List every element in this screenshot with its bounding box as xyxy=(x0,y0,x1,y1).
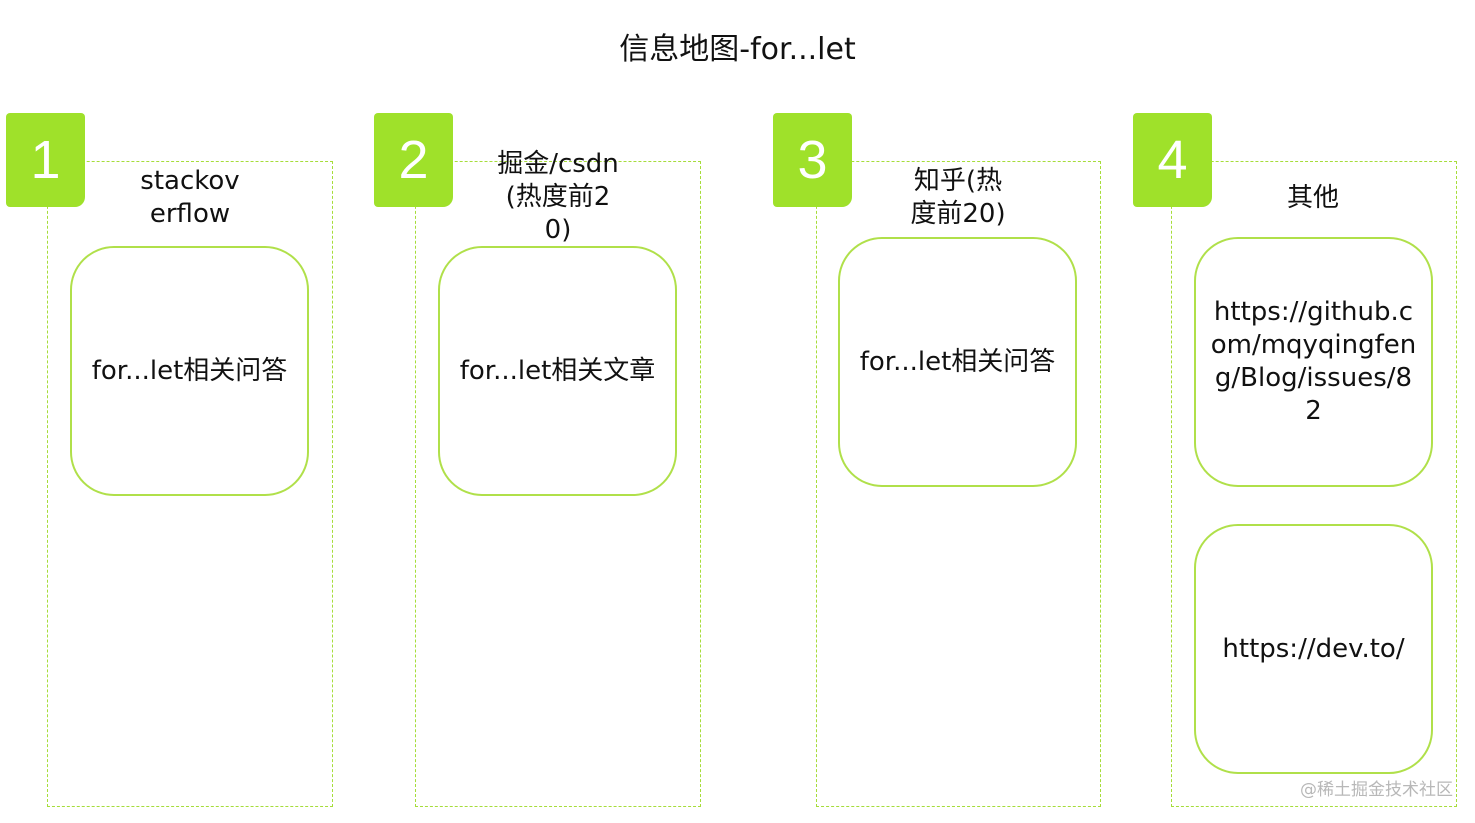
column-4-card-2-link-text: https://dev.to/ xyxy=(1222,633,1405,664)
column-3-container xyxy=(816,161,1101,807)
column-1-number-badge: 1 xyxy=(6,113,85,207)
column-2-card-1-text: for...let相关文章 xyxy=(459,355,656,386)
column-2-number-badge: 2 xyxy=(374,113,453,207)
column-1-title: stackoverflow xyxy=(140,166,240,229)
column-3-title: 知乎(热度前20) xyxy=(910,166,1006,229)
column-3-card-1: for...let相关问答 xyxy=(838,237,1077,487)
column-4-card-1-link-text: https://github.com/mqyqingfeng/Blog/issu… xyxy=(1210,297,1417,426)
watermark: @稀土掘金技术社区 xyxy=(1300,780,1453,800)
column-1-container xyxy=(47,161,333,807)
column-2-container xyxy=(415,161,701,807)
column-2-title: 掘金/csdn(热度前20) xyxy=(497,149,619,245)
column-4-card-2: https://dev.to/ xyxy=(1194,524,1433,774)
page-title: 信息地图-for...let xyxy=(619,32,856,67)
column-4-number-badge: 4 xyxy=(1133,113,1212,207)
column-3-card-1-text: for...let相关问答 xyxy=(859,346,1056,377)
column-1-card-1: for...let相关问答 xyxy=(70,246,309,496)
column-3-number-badge: 3 xyxy=(773,113,852,207)
column-4-card-1: https://github.com/mqyqingfeng/Blog/issu… xyxy=(1194,237,1433,487)
column-4-container xyxy=(1171,161,1457,807)
column-4-title: 其他 xyxy=(1286,183,1339,213)
column-1-card-1-text: for...let相关问答 xyxy=(91,355,288,386)
column-2-card-1: for...let相关文章 xyxy=(438,246,677,496)
